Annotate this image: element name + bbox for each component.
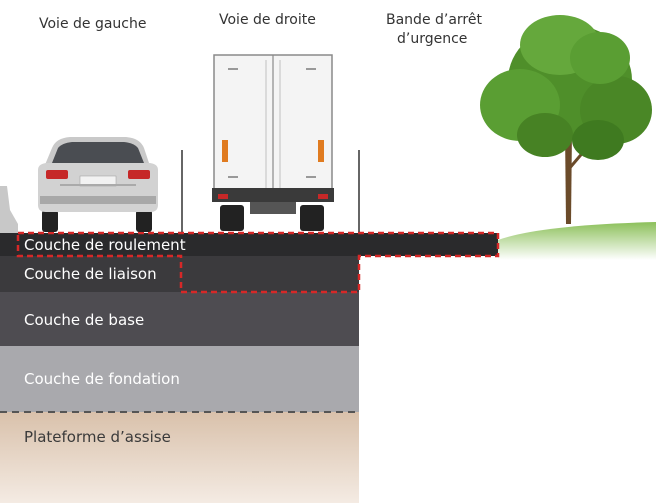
truck-icon [212, 54, 334, 231]
layer-couche-fondation [0, 346, 359, 412]
lane-label-shoulder-1: Bande d’arrêt [386, 12, 482, 28]
concrete-barrier [0, 186, 18, 233]
layer-couche-liaison [0, 256, 359, 292]
car-icon [38, 137, 158, 232]
tree-icon [480, 15, 652, 224]
layer-label-liaison: Couche de liaison [24, 265, 157, 283]
grass-embankment [498, 222, 656, 260]
lane-label-right: Voie de droite [219, 12, 316, 28]
layer-label-base: Couche de base [24, 311, 145, 329]
layer-plateforme-assise [0, 412, 359, 503]
lane-label-left: Voie de gauche [39, 16, 147, 32]
layer-couche-base [0, 292, 359, 346]
layer-couche-roulement [0, 233, 498, 256]
lane-label-shoulder-2: d’urgence [397, 31, 468, 47]
highlight-outline [16, 231, 500, 294]
layer-label-fondation: Couche de fondation [24, 370, 180, 388]
layer-label-roulement: Couche de roulement [24, 236, 186, 254]
layer-label-plateforme: Plateforme d’assise [24, 428, 171, 446]
